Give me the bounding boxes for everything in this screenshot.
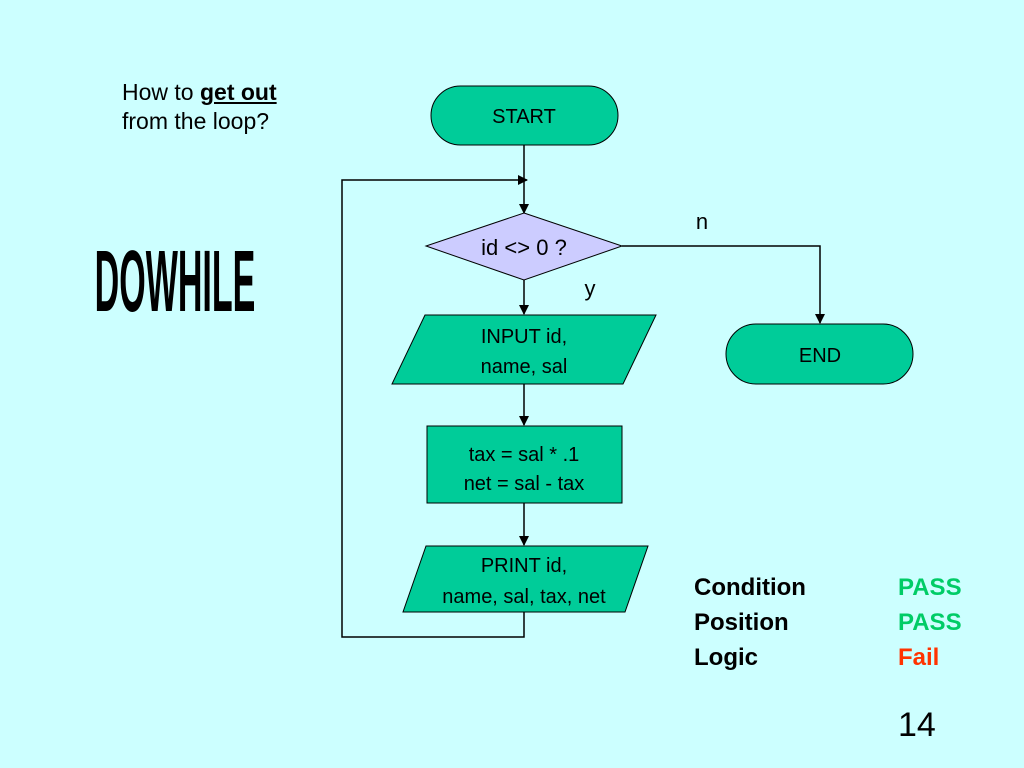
result-label: Condition: [694, 574, 806, 601]
result-status: PASS: [898, 609, 962, 636]
result-label: Position: [694, 609, 789, 636]
loop-question: How to get out from the loop?: [122, 78, 277, 136]
process-line1: tax = sal * .1: [469, 444, 580, 466]
arrow-no-to-end: [622, 245, 825, 324]
condition-label: id <> 0 ?: [481, 235, 567, 260]
loop-back-line: [341, 175, 528, 638]
input-parallelogram: [391, 314, 657, 385]
print-parallelogram: [402, 545, 649, 613]
result-row-position: Position PASS: [694, 605, 962, 640]
print-line1: PRINT id,: [481, 555, 567, 577]
result-row-logic: Logic Fail: [694, 640, 962, 675]
question-emphasis: get out: [199, 79, 277, 105]
no-branch-label: n: [696, 209, 708, 234]
input-line1: INPUT id,: [481, 326, 567, 348]
dowhile-title: DOWHILE: [80, 233, 270, 331]
results-table: Condition PASS Position PASS Logic Fail: [694, 570, 962, 675]
process-line2: net = sal - tax: [464, 473, 585, 495]
condition-diamond: [424, 212, 624, 281]
start-label: START: [492, 106, 556, 128]
page-number: 14: [898, 706, 936, 744]
yes-branch-label: y: [585, 276, 596, 301]
question-prefix: How to: [122, 79, 194, 105]
result-row-condition: Condition PASS: [694, 570, 962, 605]
end-terminal: [725, 323, 914, 385]
result-status: PASS: [898, 574, 962, 601]
print-line2: name, sal, tax, net: [442, 586, 606, 608]
input-line2: name, sal: [481, 356, 568, 378]
result-label: Logic: [694, 644, 758, 671]
question-line2: from the loop?: [122, 108, 270, 134]
dowhile-title-text: DOWHILE: [95, 248, 256, 328]
process-box: [426, 425, 623, 504]
start-terminal: [430, 85, 619, 146]
result-status: Fail: [898, 644, 940, 671]
end-label: END: [799, 345, 841, 367]
